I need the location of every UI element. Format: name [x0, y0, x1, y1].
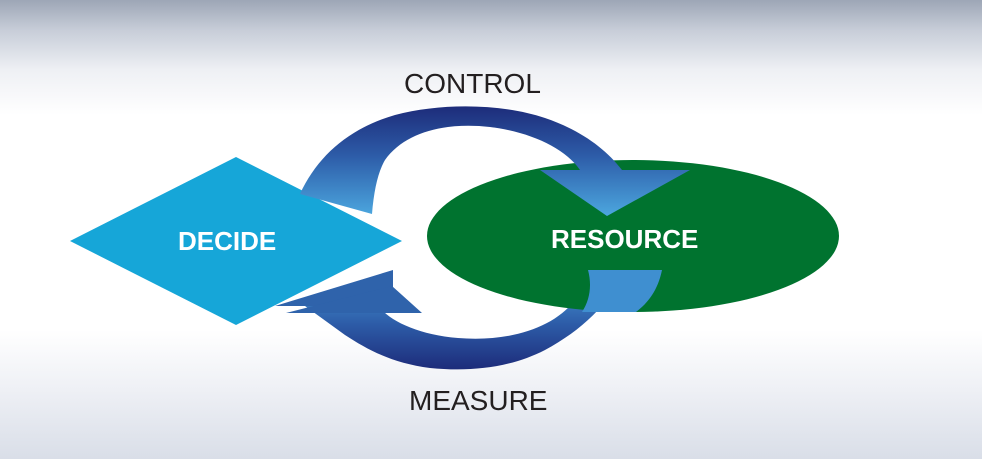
measure-arrow-icon — [275, 268, 628, 370]
resource-node — [427, 160, 839, 312]
measure-arrow-start — [582, 270, 662, 312]
measure-label: MEASURE — [409, 385, 548, 416]
control-arrow-icon — [300, 106, 690, 216]
control-label: CONTROL — [404, 68, 541, 99]
resource-label: RESOURCE — [551, 224, 699, 254]
decide-label: DECIDE — [178, 226, 277, 256]
